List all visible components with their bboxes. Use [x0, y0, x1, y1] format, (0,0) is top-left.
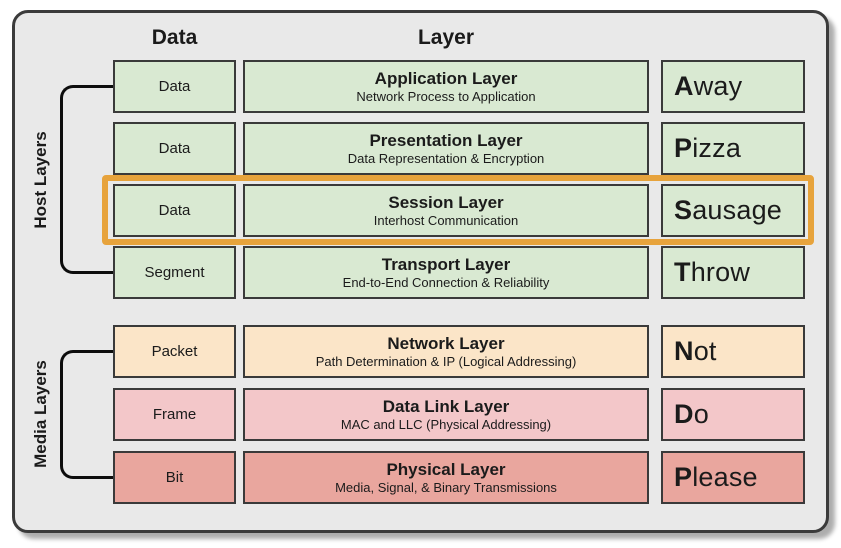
layer-name: Physical Layer [386, 459, 506, 479]
mnemonic-initial: S [674, 195, 693, 225]
pdu-cell: Packet [113, 325, 236, 378]
layer-name: Session Layer [388, 192, 504, 212]
mnemonic-initial: D [674, 399, 694, 429]
mnemonic-rest: lease [692, 462, 758, 492]
mnemonic-initial: P [674, 133, 693, 163]
media-layers-label: Media Layers [31, 360, 50, 468]
mnemonic-rest: hrow [690, 257, 751, 287]
pdu-cell: Data [113, 184, 236, 237]
layer-description: MAC and LLC (Physical Addressing) [340, 416, 552, 432]
layer-name: Network Layer [387, 333, 505, 353]
host-layers-label: Host Layers [31, 131, 50, 229]
media-layers-bracket [60, 350, 113, 479]
mnemonic-rest: o [693, 399, 709, 429]
mnemonic-initial: A [674, 71, 694, 101]
layer-description: Data Representation & Encryption [347, 150, 545, 166]
mnemonic-rest: way [693, 71, 743, 101]
mnemonic-initial: N [674, 336, 694, 366]
column-header-data: Data [151, 26, 198, 49]
pdu-cell: Segment [113, 246, 236, 299]
pdu-cell: Data [113, 122, 236, 175]
host-layers-bracket [60, 85, 113, 274]
osi-model-panel: Data Layer Host Layers Media Layers Data… [12, 10, 829, 533]
layer-description: Interhost Communication [373, 212, 519, 228]
pdu-cell: Bit [113, 451, 236, 504]
column-header-layer: Layer [417, 26, 475, 49]
pdu-cell: Data [113, 60, 236, 113]
layer-name: Data Link Layer [382, 396, 510, 416]
mnemonic-rest: ausage [692, 195, 782, 225]
layer-name: Transport Layer [381, 254, 511, 274]
layer-description: Media, Signal, & Binary Transmissions [335, 479, 557, 495]
layer-name: Application Layer [374, 68, 518, 88]
mnemonic-rest: ot [693, 336, 717, 366]
pdu-cell: Frame [113, 388, 236, 441]
layer-description: Path Determination & IP (Logical Address… [315, 353, 577, 369]
mnemonic-rest: izza [692, 133, 742, 163]
layer-description: Network Process to Application [356, 88, 536, 104]
mnemonic-initial: T [674, 257, 691, 287]
layer-description: End-to-End Connection & Reliability [342, 274, 550, 290]
mnemonic-initial: P [674, 462, 693, 492]
layer-name: Presentation Layer [369, 130, 523, 150]
